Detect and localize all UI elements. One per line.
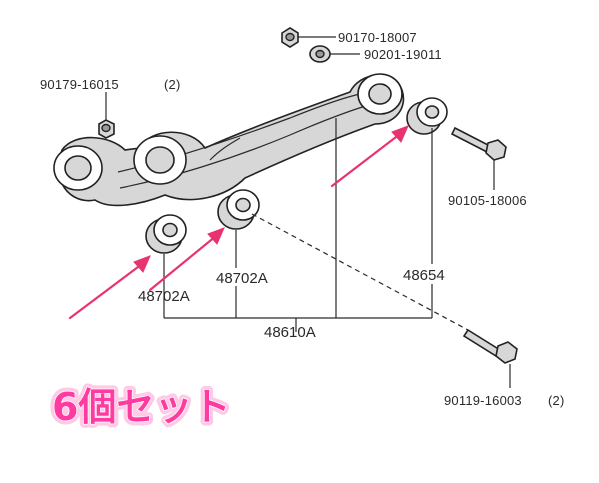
nut-icon <box>281 27 299 48</box>
label-bolt-lower-qty: (2) <box>548 393 565 408</box>
arrow-icon <box>68 255 151 320</box>
label-bushing-rear: 48654 <box>403 267 445 284</box>
label-nut-top: 90170-18007 <box>338 30 417 45</box>
label-bolt-lower: 90119-16003 <box>444 393 522 408</box>
label-bushing-front-lower: 48702A <box>138 288 190 305</box>
label-bushing-front-upper: 48702A <box>216 270 268 287</box>
bolt-icon <box>462 328 518 364</box>
bolt-icon <box>450 126 507 161</box>
bushing-icon <box>145 214 187 254</box>
label-washer-top: 90201-19011 <box>364 47 442 62</box>
label-arm-assy: 48610A <box>264 324 316 341</box>
set-caption-glow: 6個セット <box>52 385 230 429</box>
label-nut-left: 90179-16015 <box>40 77 119 92</box>
arrow-icon <box>148 227 225 292</box>
nut-icon <box>98 119 115 139</box>
control-arm-icon <box>53 73 405 207</box>
label-bolt-right: 90105-18006 <box>448 193 527 208</box>
bushing-icon <box>406 97 448 135</box>
washer-icon <box>309 45 331 63</box>
set-caption: 6個セット <box>52 385 230 429</box>
bushing-icon <box>217 189 260 230</box>
arrow-icon <box>330 125 409 188</box>
leader-lines <box>105 36 511 388</box>
label-nut-left-qty: (2) <box>164 77 181 92</box>
